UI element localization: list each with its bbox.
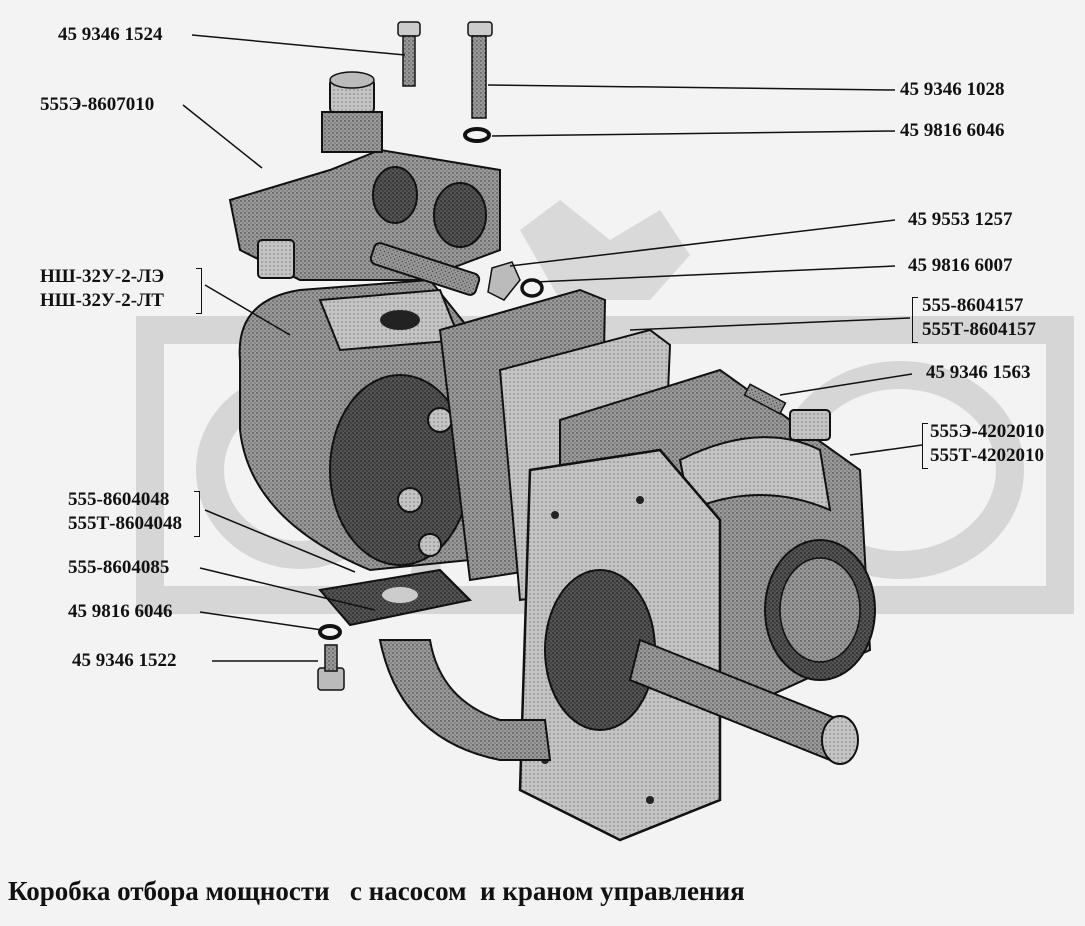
output-shaft	[628, 638, 859, 765]
watermark-gear	[520, 200, 690, 300]
label-bolt-bottom: 45 9346 1522	[72, 650, 177, 671]
label-box-a: 555Э-4202010	[930, 421, 1045, 442]
label-washer-top: 45 9816 6046	[900, 120, 1005, 141]
label-gasket-b: 555Т-8604048	[68, 513, 182, 534]
label-plate-a: 555-8604157	[922, 295, 1024, 316]
label-box-b: 555Т-4202010	[930, 445, 1044, 466]
bracket-plate	[912, 297, 918, 343]
front-flange	[518, 448, 722, 842]
label-nut: 45 9553 1257	[908, 209, 1013, 230]
bracket-pump	[196, 268, 202, 314]
control-valve	[228, 71, 501, 296]
diagram-caption: Коробка отбора мощности с насосом и кран…	[8, 876, 745, 906]
leader-lines	[182, 34, 923, 662]
pump	[238, 278, 471, 572]
label-pump-a: НШ-32У-2-ЛЭ	[40, 266, 165, 287]
label-washer-bottom: 45 9816 6046	[68, 601, 173, 622]
label-flange: 555-8604085	[68, 557, 170, 578]
bracket-gasket	[194, 491, 200, 537]
label-valve: 555Э-8607010	[40, 94, 155, 115]
label-bolt-top-right: 45 9346 1028	[900, 79, 1005, 100]
bracket-box	[922, 423, 928, 469]
label-bolt-top-left: 45 9346 1524	[58, 24, 163, 45]
label-washer-nut: 45 9816 6007	[908, 255, 1013, 276]
label-bolt-mid: 45 9346 1563	[926, 362, 1031, 383]
label-gasket-a: 555-8604048	[68, 489, 170, 510]
fasteners	[317, 21, 787, 691]
suction-pipe	[318, 568, 552, 761]
label-pump-b: НШ-32У-2-ЛТ	[40, 290, 164, 311]
label-plate-b: 555Т-8604157	[922, 319, 1036, 340]
